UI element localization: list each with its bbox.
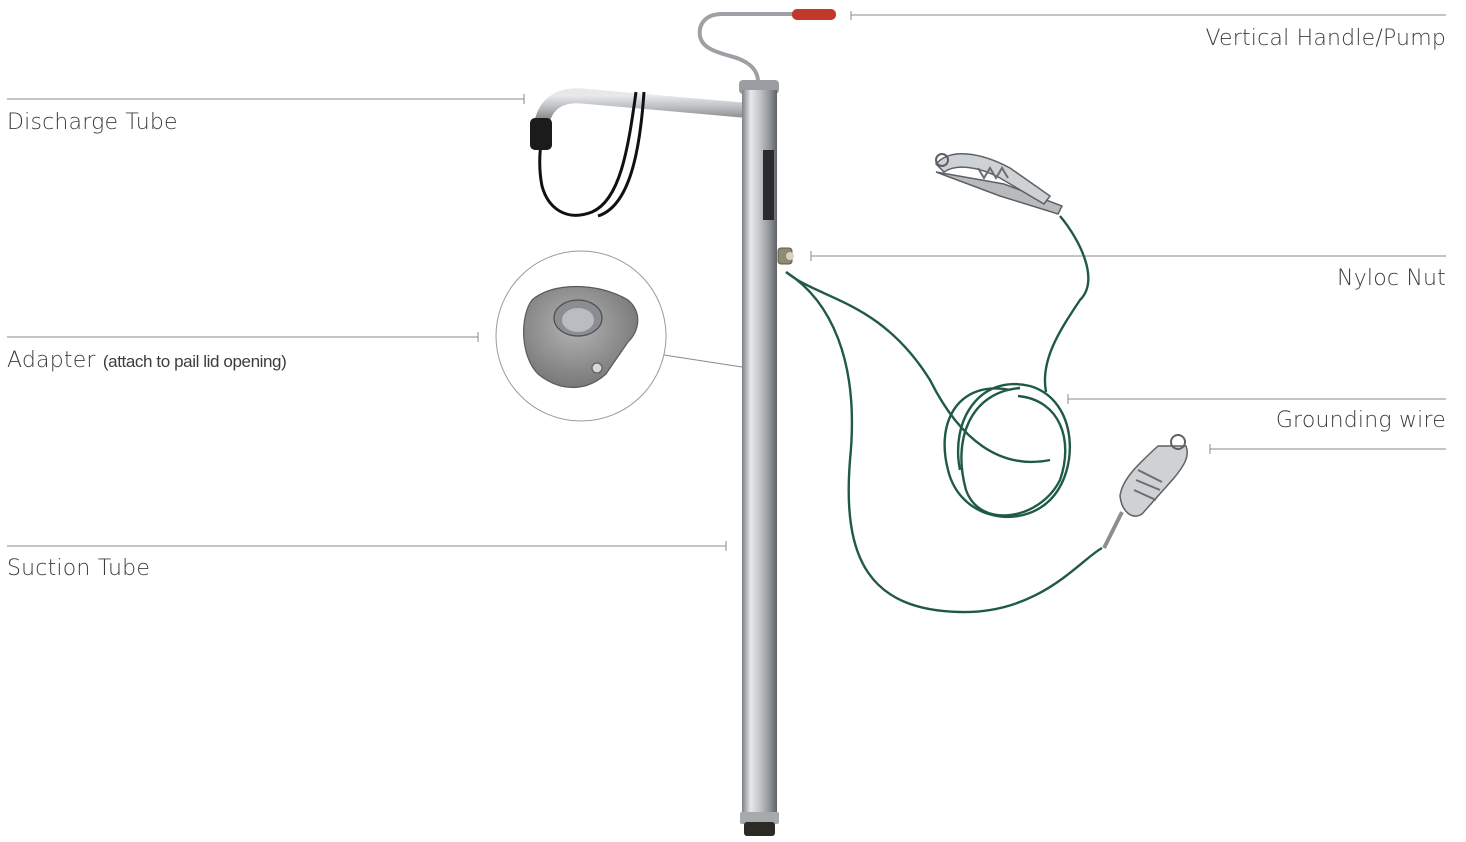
label-nyloc-nut: Nyloc Nut <box>1337 266 1446 291</box>
label-discharge-tube-text: Discharge Tube <box>7 110 178 135</box>
handle-grip <box>792 9 836 20</box>
foot-valve <box>744 822 775 836</box>
label-grounding-wire: Grounding wire <box>1276 408 1446 433</box>
hose-clamp <box>530 118 552 150</box>
label-adapter-note: (attach to pail lid opening) <box>103 352 286 371</box>
label-adapter: Adapter (attach to pail lid opening) <box>7 348 286 373</box>
label-discharge-tube: Discharge Tube <box>7 110 178 135</box>
grounding-wire <box>786 216 1102 612</box>
suction-tube-body <box>739 80 779 836</box>
nyloc-nut-icon <box>778 248 794 264</box>
alligator-clip-top-icon <box>936 154 1062 214</box>
discharge-tube <box>530 92 742 216</box>
leader-adapter-zoom <box>664 355 742 367</box>
label-suction-tube-text: Suction Tube <box>7 556 150 581</box>
label-nyloc-nut-text: Nyloc Nut <box>1337 266 1446 291</box>
label-grounding-wire-text: Grounding wire <box>1276 408 1446 433</box>
label-vertical-handle: Vertical Handle/Pump <box>1205 26 1446 51</box>
vertical-handle <box>700 9 836 82</box>
tube-label-plate <box>763 150 774 220</box>
adapter-detail <box>496 251 666 421</box>
label-adapter-text: Adapter <box>7 348 96 373</box>
label-vertical-handle-text: Vertical Handle/Pump <box>1205 26 1446 51</box>
alligator-clip-bottom-icon <box>1104 435 1187 548</box>
leader-lines <box>7 11 1446 551</box>
adapter-screw <box>592 363 602 373</box>
label-suction-tube: Suction Tube <box>7 556 150 581</box>
